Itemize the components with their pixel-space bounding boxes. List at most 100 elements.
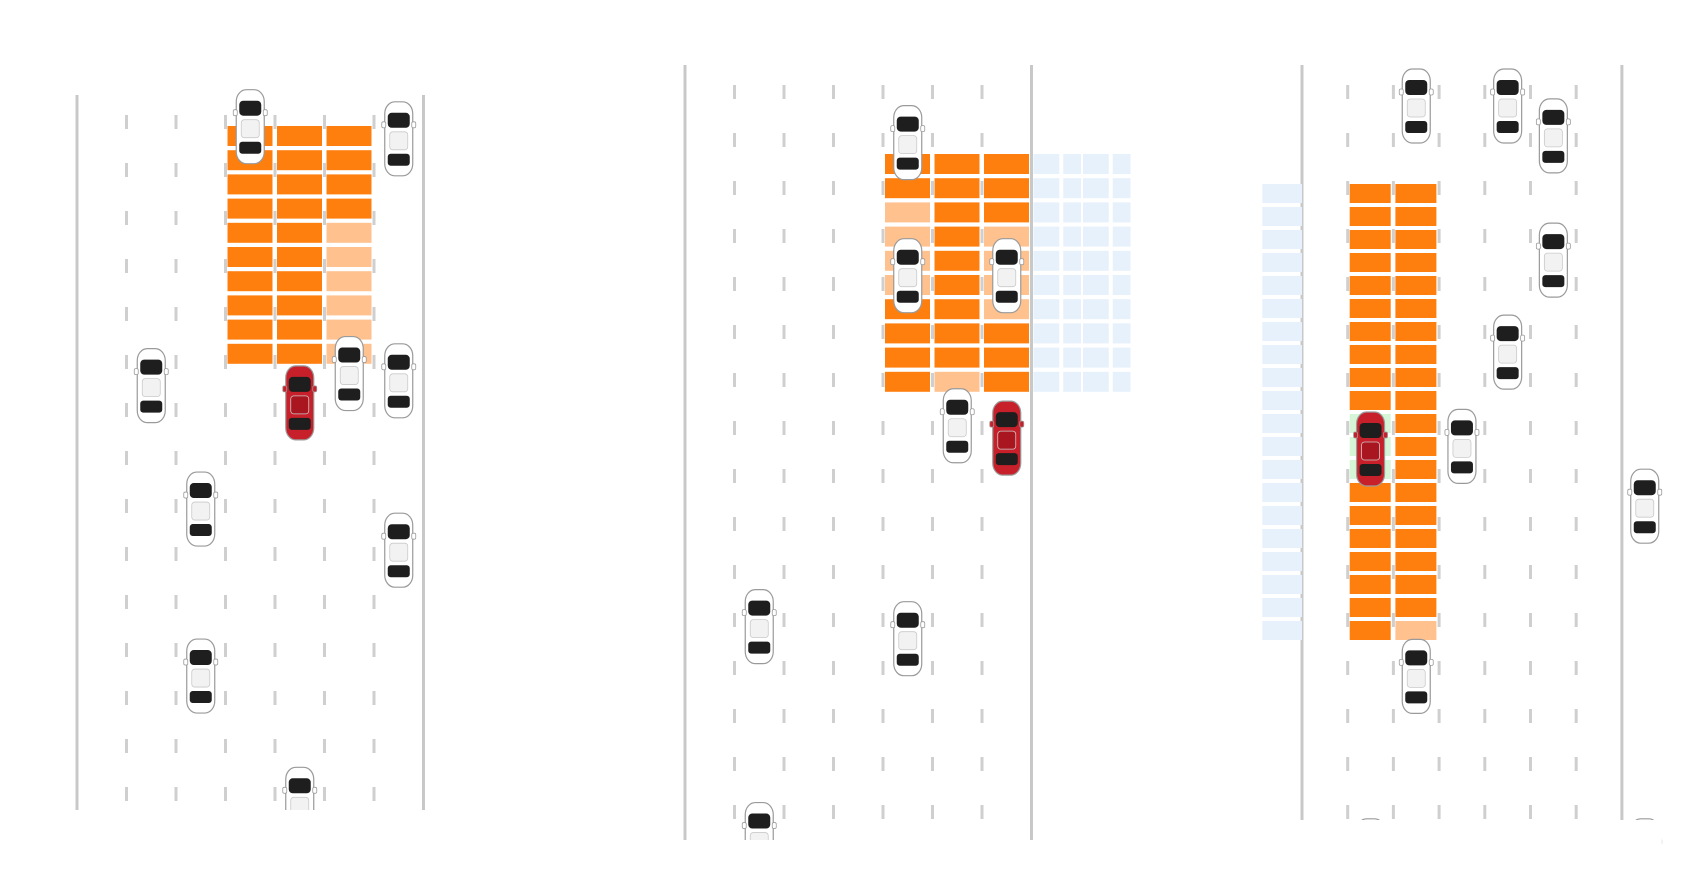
grid-cell <box>934 275 980 295</box>
grid-cell <box>277 222 322 243</box>
grid-cell <box>326 247 372 267</box>
grid-cell <box>1063 299 1081 320</box>
grid-cell <box>1262 184 1302 203</box>
grid-cell <box>934 226 980 247</box>
traffic-car <box>183 638 219 714</box>
grid-cell <box>885 178 930 199</box>
grid-cell <box>1262 483 1302 502</box>
grid-cell <box>326 150 372 171</box>
grid-cell <box>1112 250 1131 271</box>
grid-cell <box>1262 529 1302 548</box>
grid-cell <box>1262 322 1302 341</box>
grid-cell <box>1262 299 1302 318</box>
grid-cell <box>1063 178 1081 199</box>
grid-cell <box>1349 391 1391 410</box>
grid-cell <box>984 178 1029 199</box>
grid-cell <box>1063 202 1081 223</box>
grid-cell <box>277 271 322 292</box>
traffic-car <box>133 348 169 424</box>
grid-cell <box>1349 230 1391 249</box>
grid-cell <box>277 247 322 267</box>
grid-cell <box>277 198 322 219</box>
traffic-car <box>1627 468 1663 544</box>
grid-cell <box>934 250 980 271</box>
grid-cell <box>1262 575 1302 594</box>
grid-cell <box>1063 347 1081 368</box>
grid-cell <box>1395 483 1437 502</box>
grid-cell <box>1349 184 1391 203</box>
road-top-mask <box>645 0 1072 35</box>
grid-cell <box>934 154 980 174</box>
grid-cell <box>227 271 273 292</box>
grid-cell <box>1083 323 1109 344</box>
grid-cell <box>1262 253 1302 272</box>
grid-cell <box>1033 371 1060 392</box>
grid-cell <box>1033 178 1060 199</box>
ego-car <box>989 400 1025 476</box>
grid-cell <box>1395 299 1437 318</box>
grid-cell <box>1063 323 1081 344</box>
grid-cell <box>326 174 372 195</box>
grid-cell <box>934 323 980 344</box>
panel-right <box>1262 65 1663 873</box>
grid-cell <box>1349 322 1391 341</box>
panel-left <box>75 89 425 842</box>
grid-cell <box>1033 202 1060 223</box>
grid-cell <box>1262 437 1302 456</box>
grid-cell <box>1349 529 1391 548</box>
grid-cell <box>934 347 980 368</box>
grid-cell <box>1395 506 1437 525</box>
grid-cell <box>1063 154 1081 174</box>
grid-cell <box>277 319 322 340</box>
grid-cell <box>1033 250 1060 271</box>
grid-cell <box>326 198 372 219</box>
grid-cell <box>227 343 273 364</box>
grid-cell <box>1262 207 1302 226</box>
grid-cell <box>885 371 930 392</box>
grid-cell <box>1395 437 1437 456</box>
grid-cell <box>885 202 930 223</box>
grid-cell <box>1112 226 1131 247</box>
grid-cell <box>984 323 1029 344</box>
traffic-car <box>741 588 777 665</box>
grid-cell <box>934 178 980 199</box>
grid-cell <box>1395 253 1437 272</box>
grid-cell <box>1033 226 1060 247</box>
grid-cell <box>1033 347 1060 368</box>
grid-cell <box>885 347 930 368</box>
grid-cell <box>1262 460 1302 479</box>
grid-cell <box>1083 275 1109 295</box>
grid-cell <box>1112 347 1131 368</box>
grid-cell <box>227 222 273 243</box>
traffic-car <box>381 343 417 419</box>
grid-cell <box>1262 230 1302 249</box>
grid-cell <box>1112 202 1131 223</box>
grid-cell <box>1349 598 1391 617</box>
grid-cell <box>1395 552 1437 571</box>
traffic-car <box>1398 638 1434 715</box>
traffic-car <box>232 89 268 165</box>
grid-cell <box>1349 483 1391 502</box>
grid-cell <box>1083 226 1109 247</box>
occupancy-grid <box>227 126 372 364</box>
grid-cell <box>277 126 322 146</box>
grid-cell <box>984 371 1029 392</box>
grid-cell <box>1033 275 1060 295</box>
grid-cell <box>885 323 930 344</box>
grid-cell <box>934 202 980 223</box>
grid-cell <box>1395 184 1437 203</box>
grid-cell <box>1063 371 1081 392</box>
grid-cell <box>1033 299 1060 320</box>
road-end-mask <box>1262 820 1662 873</box>
grid-cell <box>1349 552 1391 571</box>
grid-cell <box>326 271 372 292</box>
road-end-mask <box>645 840 1072 873</box>
grid-cell <box>1083 178 1109 199</box>
traffic-car <box>183 471 219 547</box>
grid-cell <box>984 202 1029 223</box>
traffic-car <box>890 104 926 181</box>
grid-cell <box>1349 345 1391 364</box>
grid-cell <box>1395 598 1437 617</box>
grid-cell <box>1395 230 1437 249</box>
grid-cell <box>1395 621 1437 640</box>
